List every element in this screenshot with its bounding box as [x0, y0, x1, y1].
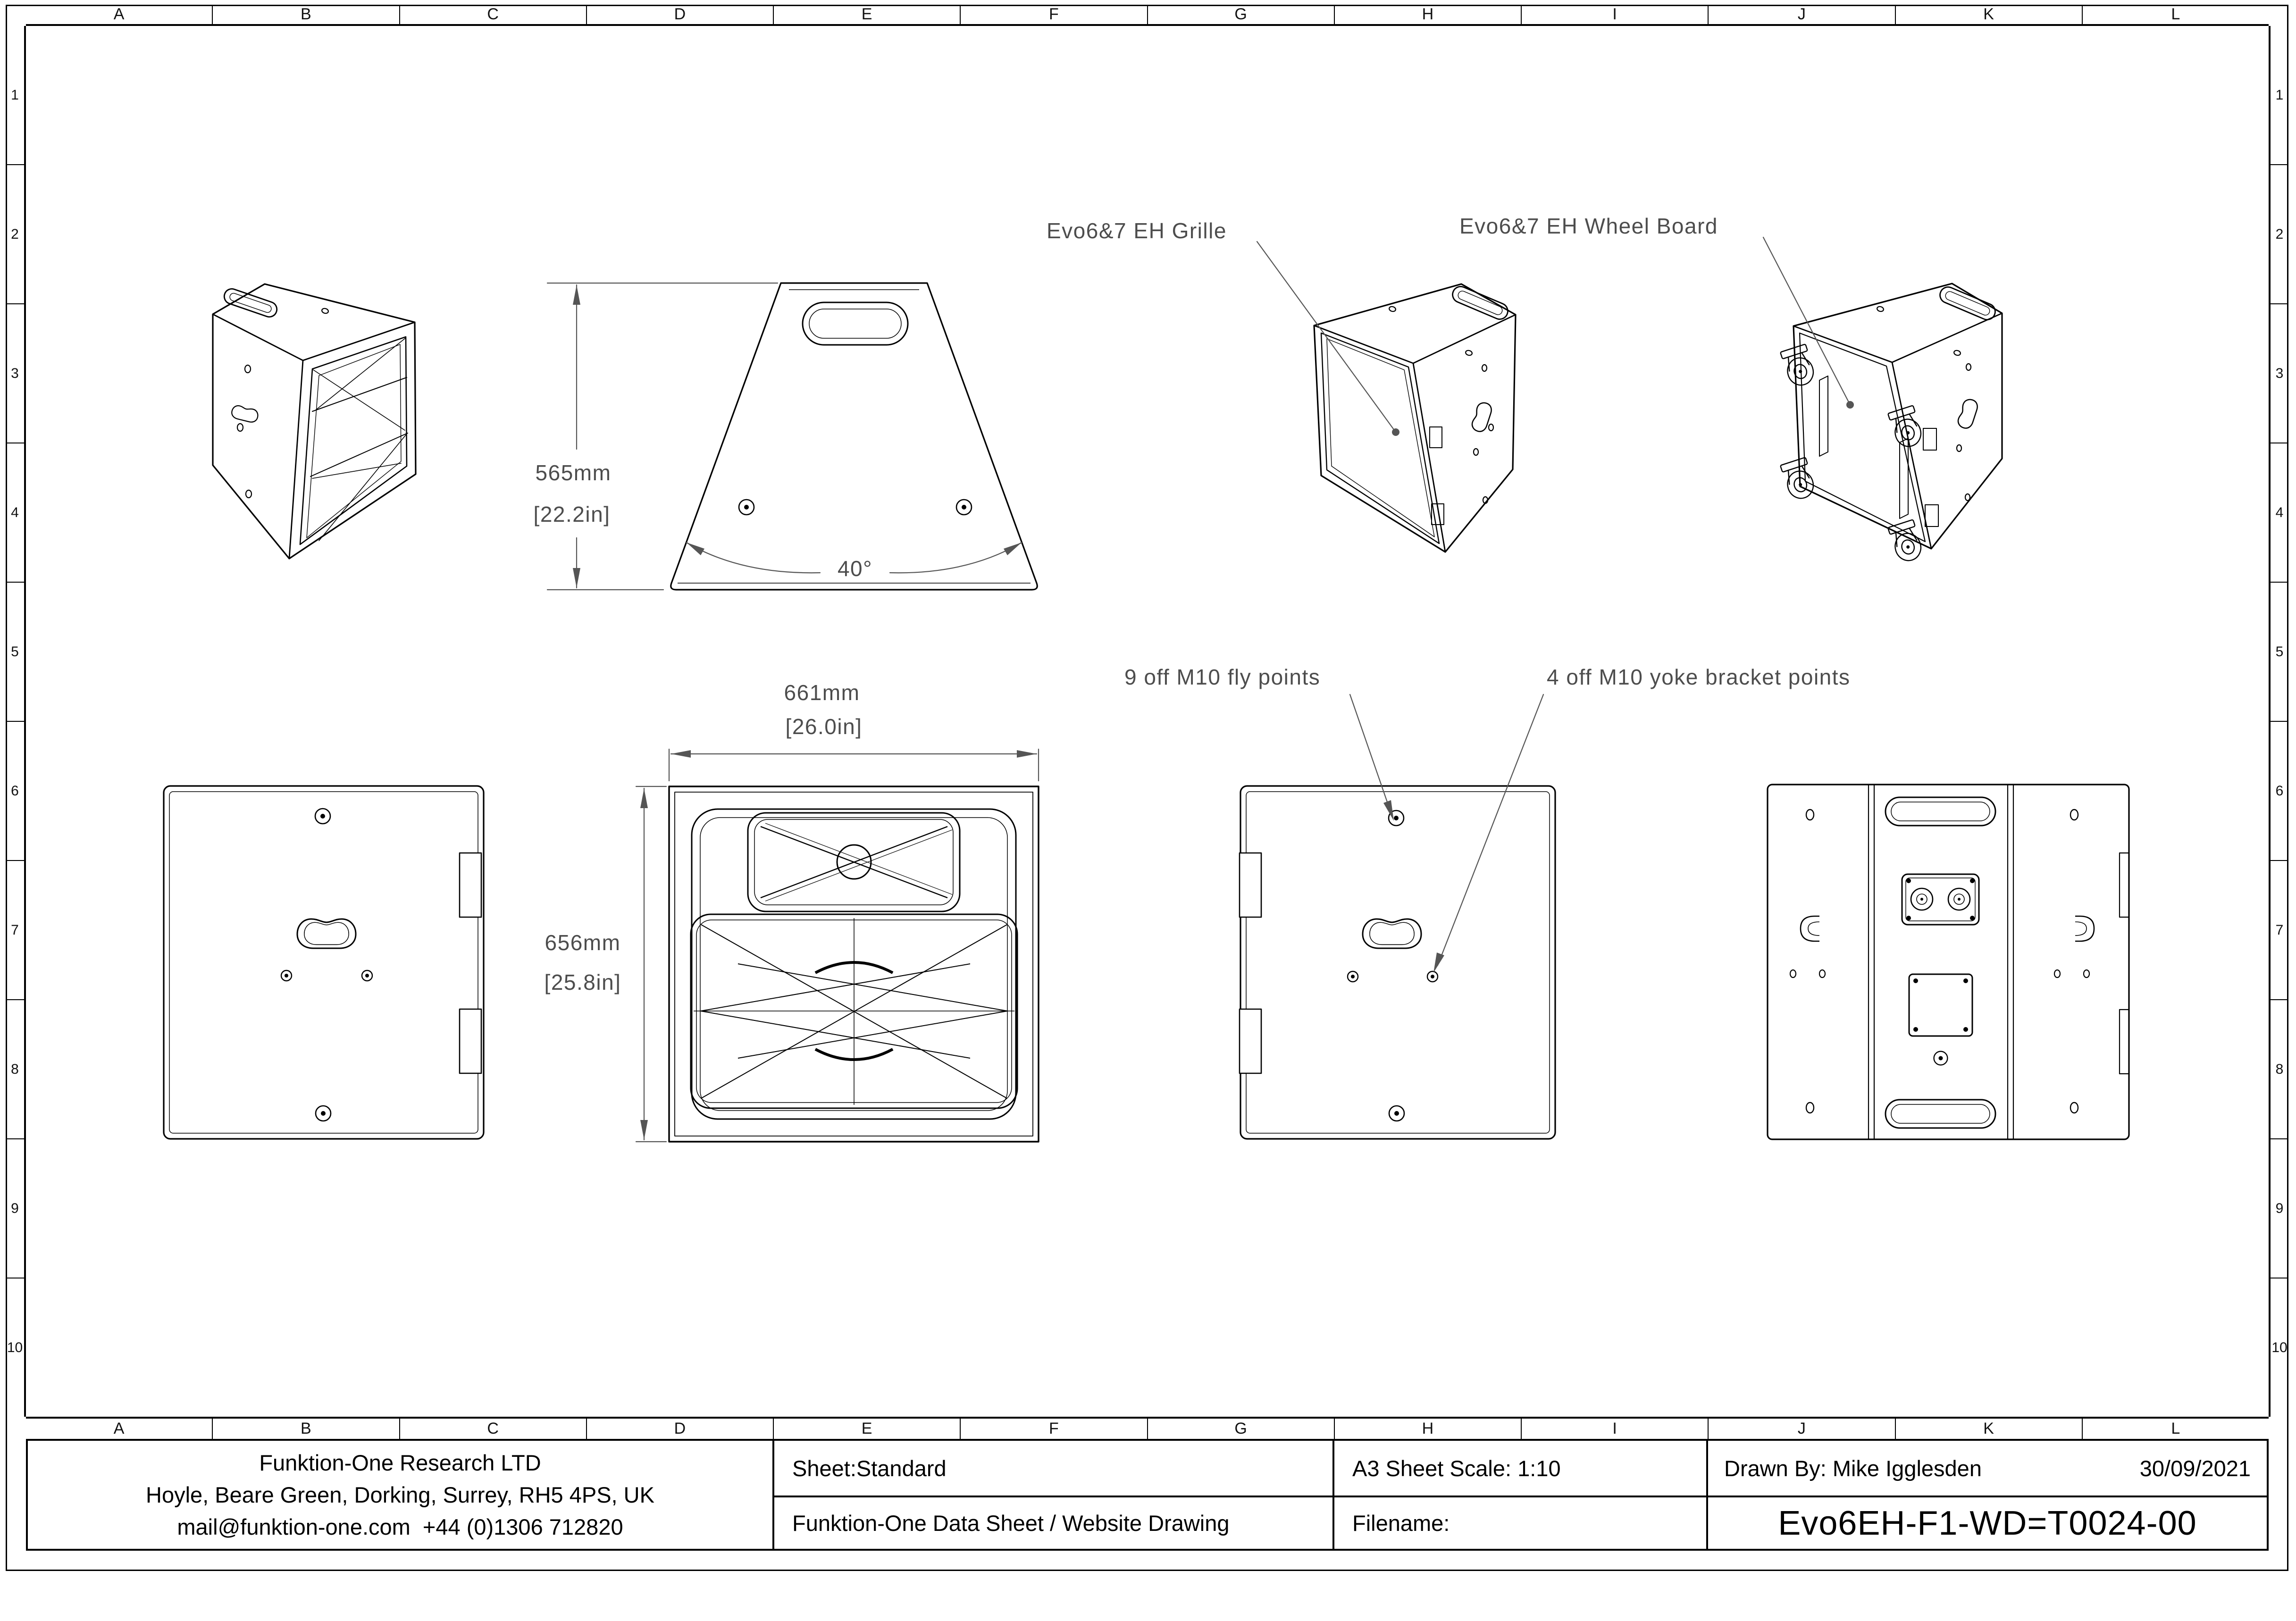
grid-col-label: G — [1147, 5, 1334, 24]
grid-col-label: L — [2081, 5, 2269, 24]
grid-col-label: K — [1894, 5, 2082, 24]
grid-col-label: K — [1894, 1419, 2082, 1439]
sheet-type: Sheet:Standard — [792, 1455, 947, 1481]
grid-row-label: 5 — [6, 582, 24, 721]
sheet-scale: A3 Sheet Scale: 1:10 — [1352, 1455, 1561, 1481]
grid-row-label: 7 — [6, 860, 24, 999]
company-name: Funktion-One Research LTD — [259, 1450, 541, 1475]
grid-col-label: F — [960, 5, 1147, 24]
view-side-panel-right — [1239, 785, 1556, 1140]
sheet-scale-cell: A3 Sheet Scale: 1:10 — [1334, 1441, 1708, 1496]
grid-row-label: 3 — [2271, 303, 2288, 443]
width-dimension-in: [26.0in] — [785, 714, 863, 739]
grid-row-label: 9 — [6, 1138, 24, 1278]
view-side-panel-left — [163, 785, 485, 1140]
fly-points-callout-label: 9 off M10 fly points — [1124, 665, 1321, 689]
grille-callout-label: Evo6&7 EH Grille — [1047, 218, 1227, 243]
view-bottom-unfolded — [1767, 784, 2130, 1140]
depth-dimension-in: [25.8in] — [544, 970, 621, 994]
drawn-by-cell: Drawn By: Mike Igglesden 30/09/2021 — [1708, 1441, 2267, 1496]
yoke-bracket-callout-label: 4 off M10 yoke bracket points — [1547, 665, 1851, 689]
grid-col-label: D — [586, 1419, 773, 1439]
view-side-trapezoid — [670, 282, 1038, 591]
title-block: Funktion-One Research LTD Hoyle, Beare G… — [26, 1439, 2269, 1551]
dimension-graphics — [546, 236, 1854, 1143]
filename-label: Filename: — [1352, 1511, 1450, 1536]
grid-row-label: 3 — [6, 303, 24, 443]
height-dimension-in: [22.2in] — [533, 502, 611, 526]
grid-row-label: 6 — [6, 721, 24, 860]
grid-row-label: 8 — [6, 999, 24, 1138]
grid-row-label: 10 — [6, 1278, 24, 1417]
description-cell: Funktion-One Data Sheet / Website Drawin… — [774, 1496, 1334, 1549]
grid-col-label: A — [113, 1420, 125, 1437]
grid-ruler-top: A B C D E F G H I J K L — [26, 5, 2269, 26]
grid-ruler-left: 1 2 3 4 5 6 7 8 9 10 — [6, 26, 26, 1417]
grid-col-label: C — [399, 1419, 586, 1439]
grid-col-label: I — [1521, 1419, 1708, 1439]
sheet-type-cell: Sheet:Standard — [774, 1441, 1334, 1496]
grid-col-label: A — [113, 5, 125, 23]
grid-col-label: G — [1147, 1419, 1334, 1439]
grid-col-label: E — [773, 5, 960, 24]
width-dimension-mm: 661mm — [784, 680, 860, 705]
grid-col-label: C — [399, 5, 586, 24]
angle-dimension: 40° — [837, 556, 873, 581]
grid-row-label: 8 — [2271, 999, 2288, 1138]
grid-col-label: I — [1521, 5, 1708, 24]
view-front-horns — [668, 785, 1039, 1143]
grid-ruler-bottom: A B C D E F G H I J K L — [26, 1417, 2269, 1439]
filename-cell: Filename: — [1334, 1496, 1708, 1549]
grid-col-label: E — [773, 1419, 960, 1439]
view-iso-grille — [1313, 283, 1517, 553]
grid-row-label: 2 — [6, 164, 24, 303]
height-dimension-mm: 565mm — [535, 460, 612, 485]
drawing-number: Evo6EH-F1-WD=T0024-00 — [1778, 1504, 2197, 1542]
view-iso-front-open — [212, 283, 417, 560]
grid-row-label: 4 — [2271, 443, 2288, 582]
grid-row-label: 1 — [2275, 87, 2284, 103]
title-block-company-cell: Funktion-One Research LTD Hoyle, Beare G… — [28, 1441, 774, 1549]
company-address: Hoyle, Beare Green, Dorking, Surrey, RH5… — [146, 1482, 654, 1507]
drawing-date: 30/09/2021 — [2139, 1455, 2251, 1481]
grid-col-label: D — [586, 5, 773, 24]
view-iso-wheel-board — [1779, 283, 2003, 565]
company-contact: mail@funktion-one.com +44 (0)1306 712820 — [177, 1514, 623, 1539]
depth-dimension-mm: 656mm — [545, 930, 621, 955]
grid-col-label: B — [212, 1419, 399, 1439]
wheel-board-callout-label: Evo6&7 EH Wheel Board — [1459, 214, 1718, 238]
grid-col-label: H — [1333, 1419, 1521, 1439]
grid-row-label: 1 — [11, 87, 19, 103]
grid-col-label: F — [960, 1419, 1147, 1439]
grid-row-label: 10 — [2271, 1278, 2288, 1417]
grid-col-label: J — [1708, 5, 1894, 24]
grid-col-label: J — [1708, 1419, 1894, 1439]
grid-row-label: 9 — [2271, 1138, 2288, 1278]
sheet-description: Funktion-One Data Sheet / Website Drawin… — [792, 1511, 1230, 1536]
grid-row-label: 7 — [2271, 860, 2288, 999]
drawing-number-cell: Evo6EH-F1-WD=T0024-00 — [1708, 1496, 2267, 1549]
grid-row-label: 2 — [2271, 164, 2288, 303]
grid-col-label: B — [212, 5, 399, 24]
grid-row-label: 6 — [2271, 721, 2288, 860]
grid-col-label: L — [2081, 1419, 2269, 1439]
drawn-by: Drawn By: Mike Igglesden — [1724, 1455, 1982, 1481]
grid-ruler-right: 1 2 3 4 5 6 7 8 9 10 — [2269, 26, 2288, 1417]
grid-col-label: H — [1333, 5, 1521, 24]
grid-row-label: 4 — [6, 443, 24, 582]
grid-row-label: 5 — [2271, 582, 2288, 721]
